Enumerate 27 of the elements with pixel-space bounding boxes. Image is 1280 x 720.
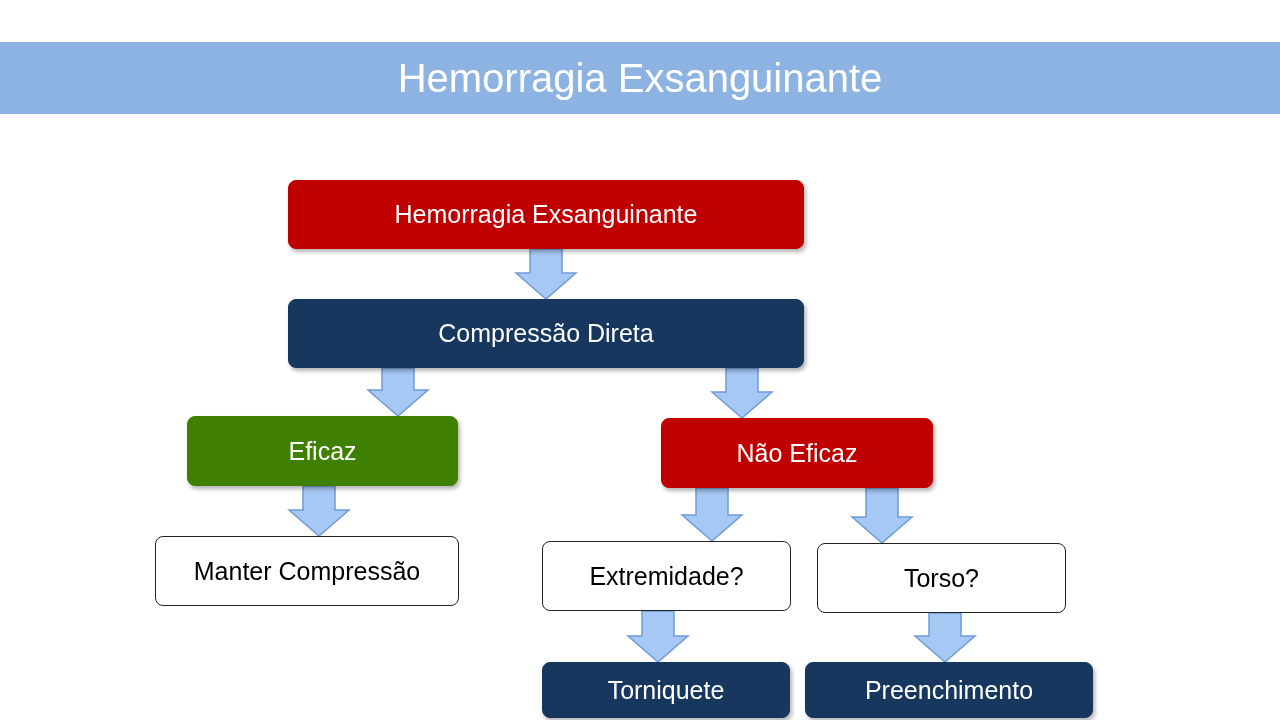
- title: Hemorragia Exsanguinante: [397, 55, 883, 101]
- block-arrow: [680, 487, 744, 542]
- block-arrow: [850, 487, 914, 544]
- block-arrow: [913, 612, 977, 663]
- node-label: Extremidade?: [589, 561, 744, 591]
- alert-box: [661, 418, 933, 488]
- node-label: Preenchimento: [864, 675, 1034, 705]
- node-label: Manter Compressão: [193, 556, 421, 586]
- result-box: [187, 416, 458, 486]
- alert-box: [288, 180, 804, 249]
- question-box: [542, 541, 791, 611]
- block-arrow: [514, 248, 578, 300]
- node-label: Torniquete: [607, 675, 725, 705]
- node-label: Compressão Direta: [438, 319, 654, 348]
- process-box: [542, 662, 790, 718]
- process-box: [805, 662, 1093, 718]
- question-box: [817, 543, 1066, 613]
- question-box: [155, 536, 459, 606]
- block-arrow: [710, 367, 774, 419]
- node-label: Não Eficaz: [736, 438, 858, 468]
- process-box: [288, 299, 804, 368]
- node-label: Hemorragia Exsanguinante: [394, 200, 698, 229]
- block-arrow: [287, 485, 351, 537]
- block-arrow: [366, 367, 430, 417]
- node-label: Torso?: [903, 563, 979, 593]
- node-label: Eficaz: [288, 436, 357, 466]
- block-arrow: [626, 610, 690, 663]
